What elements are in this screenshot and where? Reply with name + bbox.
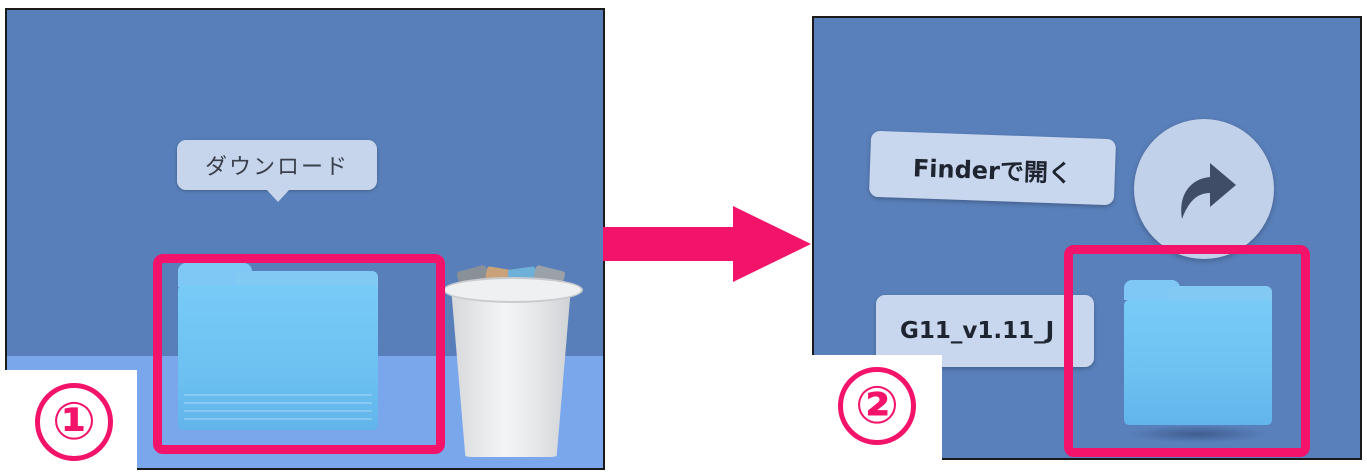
downloads-tooltip: ダウンロード: [177, 140, 377, 190]
step2-label-box: ②: [812, 355, 942, 460]
tooltip-pointer: [266, 189, 290, 202]
folder-highlight-box: [153, 254, 445, 454]
arrow-head: [733, 206, 811, 282]
step-number: ①: [35, 383, 113, 461]
trash-icon[interactable]: [437, 262, 587, 462]
arrow-right-icon: [603, 227, 735, 261]
open-in-finder-button[interactable]: Finderで開く: [868, 130, 1117, 206]
downloads-folder-icon[interactable]: [178, 263, 378, 430]
step1-label-box: ①: [5, 370, 137, 470]
downloads-folder-icon[interactable]: [1124, 280, 1272, 443]
step-number: ②: [838, 367, 916, 445]
open-arrow-icon: [1181, 163, 1236, 219]
open-arrow-button[interactable]: [1134, 119, 1274, 259]
folder-highlight-box: [1064, 245, 1310, 457]
